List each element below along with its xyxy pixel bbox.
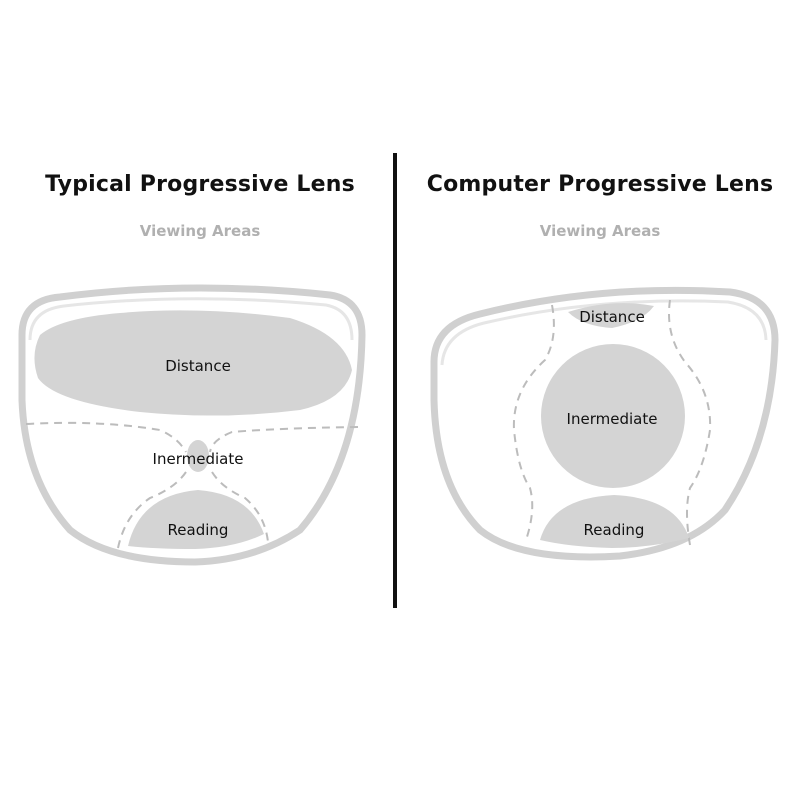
computer-distance-zone — [568, 303, 654, 328]
computer-lens-title: Computer Progressive Lens — [426, 172, 774, 197]
typical-lens-title: Typical Progressive Lens — [45, 172, 355, 197]
typical-distance-zone — [34, 310, 352, 416]
computer-lens-subtitle: Viewing Areas — [539, 222, 661, 240]
typical-lens-subtitle: Viewing Areas — [139, 222, 261, 240]
typical-lens: Distance Inermediate Reading — [18, 284, 366, 566]
computer-right-dash — [668, 299, 712, 546]
computer-lens: Distance Inermediate Reading — [430, 286, 779, 561]
panel-divider — [393, 153, 397, 608]
computer-distance-label: Distance — [579, 308, 645, 326]
typical-corridor-right-dash — [211, 471, 269, 543]
typical-corridor-left-dash — [117, 471, 187, 549]
typical-reading-label: Reading — [168, 521, 229, 539]
typical-left-dash — [25, 421, 187, 453]
typical-lens-rim — [28, 297, 354, 341]
typical-right-dash — [209, 426, 359, 453]
computer-reading-zone — [540, 495, 689, 548]
typical-lens-frame — [18, 284, 366, 566]
typical-reading-zone — [128, 490, 264, 549]
computer-intermediate-zone — [541, 344, 685, 488]
computer-lens-rim — [440, 299, 768, 366]
typical-intermediate-zone — [187, 440, 209, 472]
computer-reading-label: Reading — [584, 521, 645, 539]
computer-left-dash — [512, 304, 555, 541]
typical-distance-label: Distance — [165, 357, 231, 375]
computer-lens-frame — [430, 286, 779, 561]
typical-intermediate-label: Inermediate — [153, 450, 244, 468]
computer-intermediate-label: Inermediate — [567, 410, 658, 428]
